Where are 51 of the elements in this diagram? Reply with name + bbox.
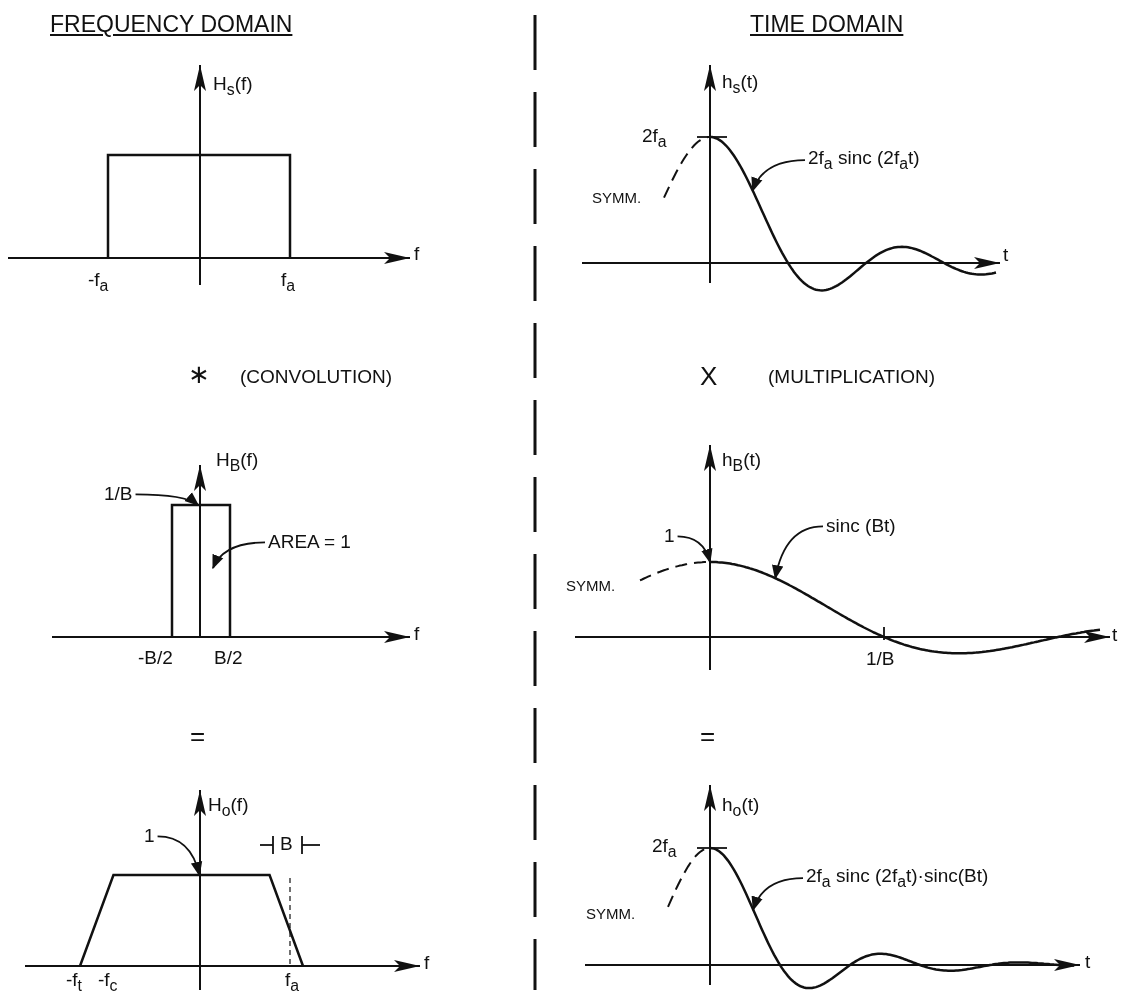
dimension-label: B bbox=[280, 834, 293, 855]
axis-label: h$_{B}$(t) bbox=[722, 450, 762, 475]
operation-label: (MULTIPLICATION) bbox=[768, 367, 936, 388]
leader-arrow bbox=[752, 877, 804, 911]
leader-arrow bbox=[134, 492, 200, 506]
trapezoid-shape bbox=[78, 873, 305, 967]
section-heading: TIME DOMAIN bbox=[750, 12, 904, 38]
tick-label: 2f$_{a}$ bbox=[642, 126, 667, 151]
leader-arrow bbox=[156, 835, 202, 877]
axis-label: h$_{s}$(t) bbox=[722, 72, 759, 97]
axis-label: h$_{o}$(t) bbox=[722, 795, 760, 820]
leader-arrow bbox=[772, 525, 824, 580]
tick-label: -f$_{t}$ bbox=[66, 970, 82, 995]
axis-label: t bbox=[1112, 625, 1118, 646]
note-text: SYMM. bbox=[566, 578, 616, 595]
operator-symbol: ∗ bbox=[188, 360, 210, 389]
operation-label: (CONVOLUTION) bbox=[240, 367, 392, 388]
axis-label: f bbox=[414, 244, 420, 265]
tick-label: -f$_{c}$ bbox=[98, 970, 118, 995]
tick-label: f$_{a}$ bbox=[281, 270, 296, 295]
value-label: 1 bbox=[664, 526, 675, 547]
value-label: 1 bbox=[144, 826, 155, 847]
leader-arrow bbox=[212, 541, 266, 570]
tick-label: 2f$_{a}$ bbox=[652, 836, 677, 861]
note-text: SYMM. bbox=[586, 906, 636, 923]
curve-label: 2f$_{a}$ sinc (2f$_{a}$t) bbox=[808, 148, 920, 173]
operator-symbol: = bbox=[190, 722, 206, 751]
tick-label: f$_{a}$ bbox=[285, 970, 300, 995]
axis-label: f bbox=[424, 953, 430, 974]
tick-label: B/2 bbox=[214, 648, 243, 669]
tick-label: -f$_{a}$ bbox=[88, 270, 109, 295]
axis-label: f bbox=[414, 624, 420, 645]
axis-label: H$_{o}$(f) bbox=[208, 795, 249, 820]
narrow-pulse bbox=[170, 503, 232, 637]
curve-label: 2f$_{a}$ sinc (2f$_{a}$t)·sinc(Bt) bbox=[806, 866, 989, 891]
axis-label: t bbox=[1085, 952, 1091, 973]
value-label: 1/B bbox=[104, 484, 133, 505]
leader-arrow bbox=[751, 159, 806, 192]
axis-label: H$_{s}$(f) bbox=[213, 74, 253, 99]
product-curve bbox=[709, 846, 1075, 990]
axis-label: t bbox=[1003, 245, 1009, 266]
curve-label: sinc (Bt) bbox=[826, 516, 896, 537]
tick-label: -B/2 bbox=[138, 648, 173, 669]
curve-label: AREA = 1 bbox=[268, 532, 351, 553]
section-heading: FREQUENCY DOMAIN bbox=[50, 12, 293, 38]
operator-symbol: X bbox=[700, 362, 718, 391]
tick-label: 1/B bbox=[866, 649, 895, 670]
axis-label: H$_{B}$(f) bbox=[216, 450, 259, 475]
note-text: SYMM. bbox=[592, 190, 642, 207]
operator-symbol: = bbox=[700, 722, 716, 751]
leader-arrow bbox=[676, 535, 712, 564]
